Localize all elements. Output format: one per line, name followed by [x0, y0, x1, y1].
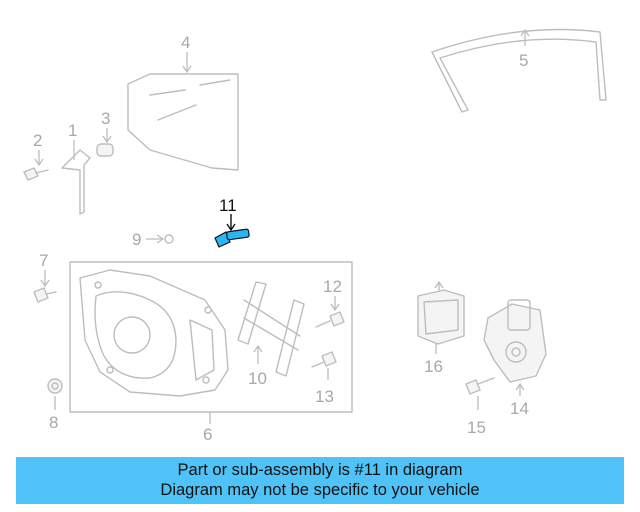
callout-5: 5: [519, 51, 528, 70]
part-13-bolt: 13: [311, 351, 337, 406]
callout-4: 4: [181, 33, 190, 52]
part-15-screw: 15: [465, 377, 495, 437]
part-16-control-module: 16: [417, 280, 465, 376]
part-9-clip: 9: [132, 230, 174, 249]
banner-line-2: Diagram may not be specific to your vehi…: [160, 481, 480, 499]
part-12-bolt: 12: [315, 277, 345, 328]
callout-11: 11: [219, 196, 237, 215]
callout-16: 16: [424, 357, 443, 376]
callout-15: 15: [467, 418, 486, 437]
callout-2: 2: [33, 131, 42, 150]
part-10-window-regulator: 10: [237, 281, 305, 388]
callout-13: 13: [315, 387, 334, 406]
callout-10: 10: [248, 369, 267, 388]
callout-12: 12: [323, 277, 342, 296]
callout-14: 14: [510, 399, 529, 418]
door-inner-module: [79, 269, 229, 397]
banner-line-1: Part or sub-assembly is #11 in diagram: [177, 461, 463, 479]
part-7-bolt: 7: [33, 251, 57, 303]
info-banner: Part or sub-assembly is #11 in diagram D…: [16, 457, 624, 504]
part-3-nut: 3: [96, 109, 114, 157]
callout-3: 3: [101, 109, 110, 128]
part-14-window-motor: 14: [483, 299, 547, 418]
callout-6: 6: [203, 425, 212, 444]
callout-9: 9: [132, 230, 141, 249]
part-1-bracket: 1: [61, 121, 91, 215]
callout-7: 7: [39, 251, 48, 270]
part-5-run-channel: 5: [431, 28, 607, 113]
part-4-door-glass: 4: [127, 33, 239, 171]
part-2-bolt: 2: [23, 131, 49, 181]
callout-8: 8: [49, 413, 58, 432]
part-8-grommet: 8: [47, 378, 63, 432]
part-6-door-module-frame: 6: [69, 261, 353, 444]
part-11-bolt: 11: [214, 196, 250, 248]
callout-1: 1: [68, 121, 77, 140]
